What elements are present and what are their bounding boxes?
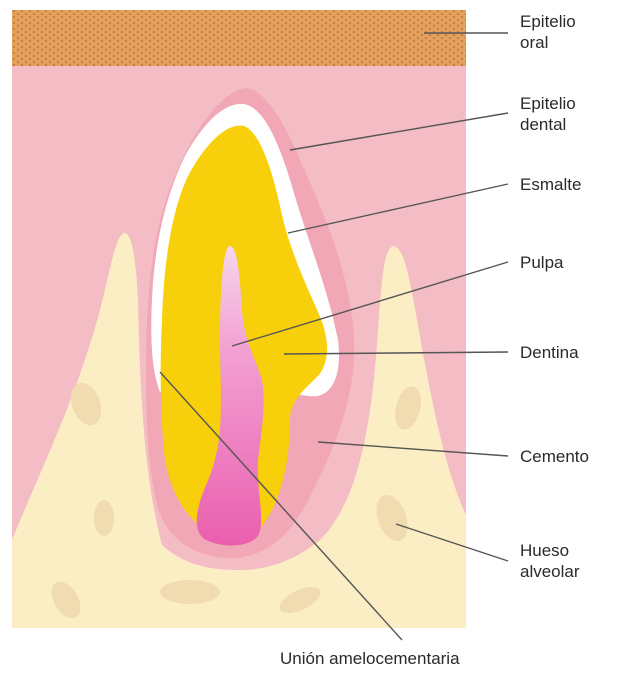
label-esmalte: Esmalte: [520, 174, 581, 195]
label-hueso-alveolar-line2: alveolar: [520, 561, 580, 582]
label-hueso-alveolar-line1: Hueso: [520, 540, 580, 561]
label-dentina: Dentina: [520, 342, 579, 363]
label-epitelio-dental-line1: Epitelio: [520, 93, 576, 114]
label-epitelio-oral-line1: Epitelio: [520, 11, 576, 32]
bone-lacuna: [94, 500, 114, 536]
label-union-amelocementaria: Unión amelocementaria: [280, 648, 460, 669]
oral-epithelium: [12, 10, 466, 66]
bone-lacuna: [160, 580, 220, 604]
label-epitelio-oral-line2: oral: [520, 32, 576, 53]
label-epitelio-dental-line2: dental: [520, 114, 576, 135]
label-pulpa: Pulpa: [520, 252, 563, 273]
label-cemento: Cemento: [520, 446, 589, 467]
label-epitelio-dental: Epitelio dental: [520, 93, 576, 135]
label-epitelio-oral: Epitelio oral: [520, 11, 576, 53]
label-hueso-alveolar: Hueso alveolar: [520, 540, 580, 582]
